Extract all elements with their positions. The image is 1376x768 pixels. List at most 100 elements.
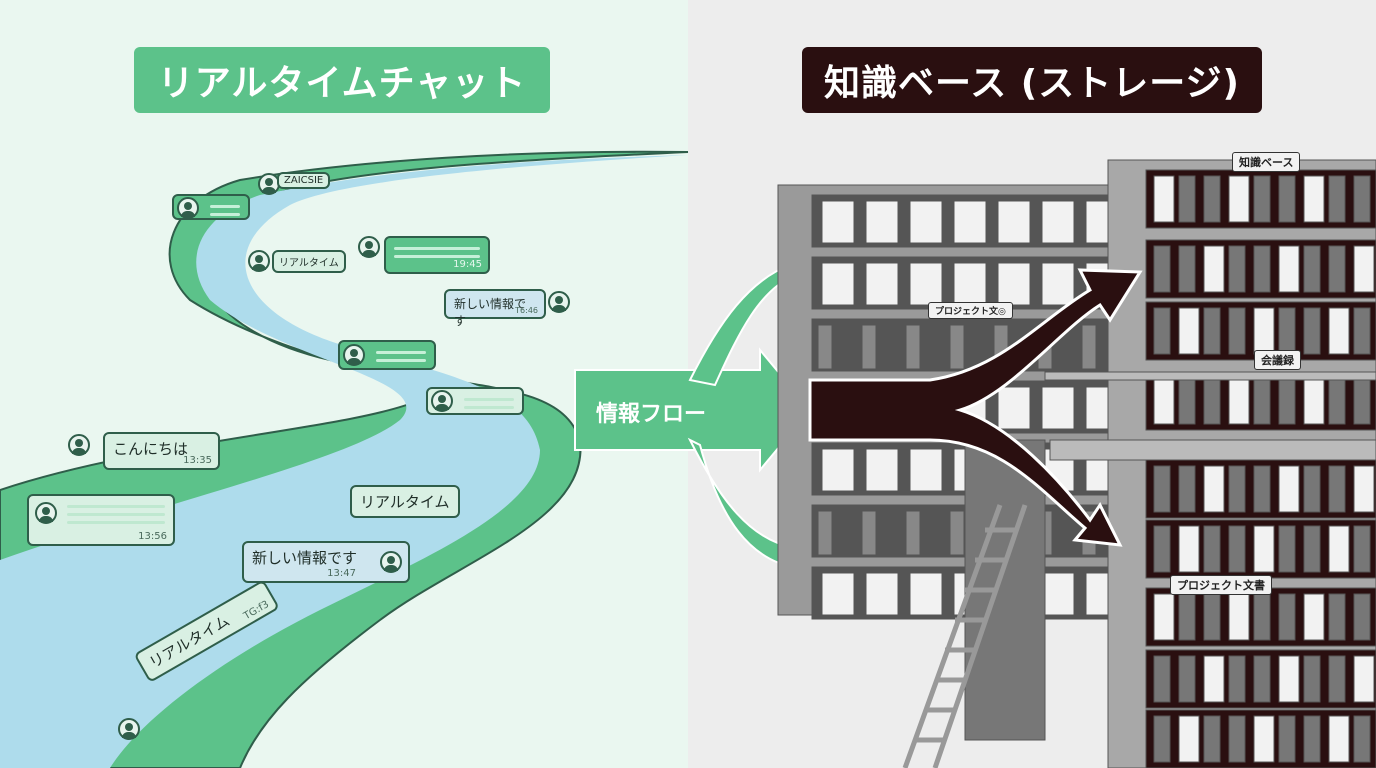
document — [1353, 655, 1375, 703]
document — [1303, 377, 1325, 425]
binder — [1303, 307, 1321, 355]
binder — [1353, 525, 1371, 573]
avatar-icon — [343, 344, 365, 366]
document — [1178, 715, 1200, 763]
avatar-icon — [118, 718, 140, 740]
chat-bubble: リアルタイム — [272, 250, 346, 273]
ladder — [902, 504, 1028, 768]
chat-bubble — [426, 387, 524, 415]
document — [865, 262, 899, 306]
binder — [1353, 715, 1371, 763]
bubble-time: 13:56 — [138, 531, 167, 542]
binder — [1203, 175, 1221, 223]
document — [909, 262, 943, 306]
binder — [1303, 465, 1321, 513]
document — [997, 200, 1031, 244]
binder — [1081, 324, 1097, 370]
binder — [1278, 593, 1296, 641]
bubble-text: リアルタイム — [279, 258, 339, 269]
river-water — [0, 155, 688, 768]
bubble-text: こんにちは — [113, 440, 189, 458]
document — [1228, 593, 1250, 641]
document — [1253, 307, 1275, 355]
binder — [1203, 593, 1221, 641]
document — [1303, 593, 1325, 641]
avatar-icon — [431, 390, 453, 412]
binder — [1178, 175, 1196, 223]
document — [821, 262, 855, 306]
binder — [1328, 593, 1346, 641]
binder — [1228, 655, 1246, 703]
left-title: リアルタイムチャット — [134, 47, 550, 113]
binder — [1303, 715, 1321, 763]
document — [997, 262, 1031, 306]
railing — [1044, 371, 1376, 381]
chat-bubble — [338, 340, 436, 370]
document — [1253, 525, 1275, 573]
binder — [1153, 465, 1171, 513]
binder — [1153, 245, 1171, 293]
binder — [1278, 307, 1296, 355]
document — [1353, 465, 1375, 513]
document — [953, 262, 987, 306]
document — [1203, 655, 1225, 703]
avatar-icon — [380, 551, 402, 573]
bubble-text: 新しい情報です — [252, 549, 358, 567]
document — [997, 386, 1031, 430]
binder — [1203, 307, 1221, 355]
binder — [1353, 175, 1371, 223]
document — [909, 572, 943, 616]
avatar-icon — [548, 291, 570, 313]
chat-bubble: リアルタイム — [350, 485, 460, 518]
binder — [1278, 175, 1296, 223]
binder — [905, 324, 921, 370]
flow-label: 情報フロー — [596, 402, 707, 427]
binder — [1353, 593, 1371, 641]
binder — [1303, 245, 1321, 293]
binder — [1153, 307, 1171, 355]
document — [1278, 655, 1300, 703]
binder — [817, 324, 833, 370]
document — [1228, 377, 1250, 425]
binder — [817, 510, 833, 556]
avatar-icon — [358, 236, 380, 258]
binder — [1178, 465, 1196, 513]
binder — [861, 324, 877, 370]
binder — [1153, 715, 1171, 763]
storage-arrow-main — [808, 268, 1143, 547]
document — [1228, 175, 1250, 223]
avatar-icon — [177, 197, 199, 219]
bubble-text: リアルタイム — [360, 493, 450, 511]
document — [1328, 715, 1350, 763]
binder — [1178, 245, 1196, 293]
binder — [1178, 593, 1196, 641]
chat-bubble: 19:45 — [384, 236, 490, 274]
document — [909, 200, 943, 244]
binder — [949, 324, 965, 370]
binder — [1278, 715, 1296, 763]
binder — [1253, 175, 1271, 223]
document — [1253, 715, 1275, 763]
binder — [1278, 525, 1296, 573]
document — [1328, 525, 1350, 573]
binder — [1253, 465, 1271, 513]
binder — [1228, 307, 1246, 355]
bubble-time: 19:45 — [453, 259, 482, 270]
binder — [861, 510, 877, 556]
binder — [1353, 307, 1371, 355]
binder — [1253, 655, 1271, 703]
binder — [1303, 655, 1321, 703]
binder — [1228, 245, 1246, 293]
binder — [905, 510, 921, 556]
binder — [1178, 655, 1196, 703]
right-title: 知識ベース (ストレージ) — [802, 47, 1262, 113]
bubble-time: 13:47 — [327, 568, 356, 579]
chat-bubble — [172, 194, 250, 220]
document — [1278, 245, 1300, 293]
document — [1178, 525, 1200, 573]
bubble-text: 新しい情報です — [454, 297, 527, 328]
bubble-time: T6:46 — [515, 306, 538, 315]
